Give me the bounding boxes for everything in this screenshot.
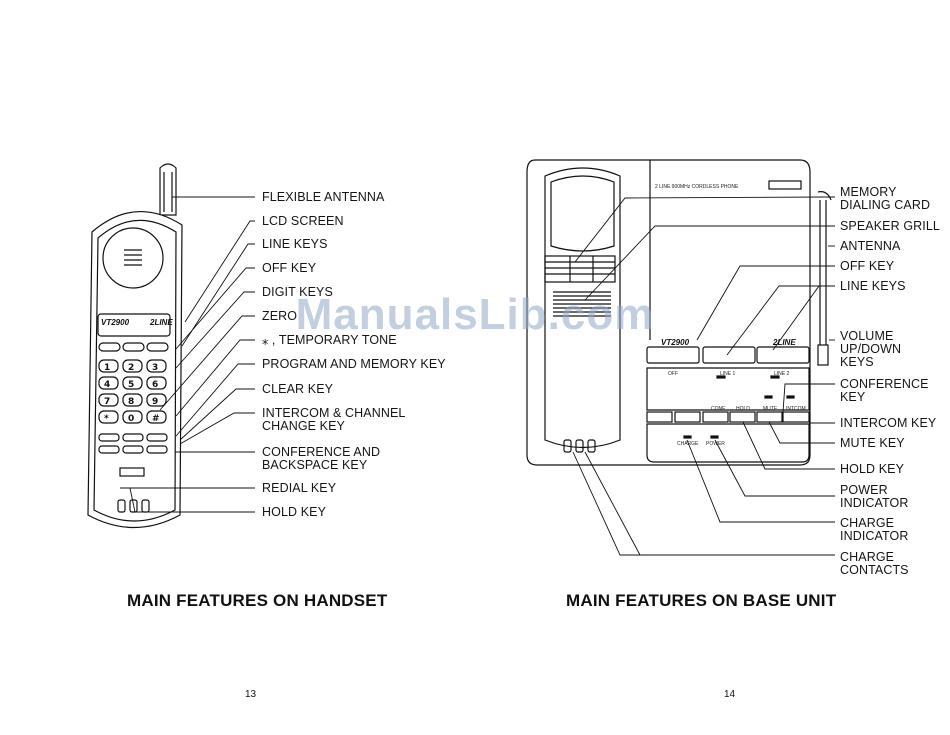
base-line-badge: 2LINE [773, 338, 796, 347]
svg-text:7: 7 [104, 397, 110, 407]
svg-text:3: 3 [152, 363, 158, 373]
key-label-mute: MUTE [763, 406, 778, 412]
label-off-key: OFF KEY [840, 259, 895, 273]
label-program-memory-key: PROGRAM AND MEMORY KEY [262, 357, 446, 371]
base-model-text: VT2900 [661, 338, 690, 347]
svg-text:9: 9 [152, 397, 158, 407]
svg-text:2: 2 [128, 363, 134, 373]
key-label-conf: CONF [711, 406, 726, 412]
svg-text:8: 8 [128, 397, 134, 407]
label-line-keys: LINE KEYS [262, 237, 328, 251]
label-temporary-tone: ⁎ , TEMPORARY TONE [262, 333, 397, 347]
svg-text:6: 6 [152, 380, 158, 390]
svg-text:0: 0 [128, 414, 134, 424]
label-hold-key: HOLD KEY [840, 462, 905, 476]
label-speaker-grill: SPEAKER GRILL [840, 219, 940, 233]
label-off-key: OFF KEY [262, 261, 317, 275]
page-number-14: 14 [724, 689, 736, 700]
label-hold-key: HOLD KEY [262, 505, 327, 519]
label-conference-backspace-key: CONFERENCE AND BACKSPACE KEY [262, 445, 381, 472]
label-conference-key: CONFERENCE KEY [840, 377, 929, 404]
svg-text:5: 5 [128, 380, 134, 390]
key-label-intcom: INTCOM [786, 406, 806, 412]
handset-page: 1 2 3 4 5 6 7 8 9 * 0 # VT2900 2LINE FLEXIBLE AN… [87, 163, 446, 700]
label-charge-contacts: CHARGE CONTACTS [840, 550, 909, 577]
base-unit-illustration [526, 159, 835, 556]
handset-model-text: VT2900 [101, 318, 130, 327]
key-label-line1: LINE 1 [720, 371, 736, 377]
label-volume-keys: VOLUME UP/DOWN KEYS [840, 329, 902, 369]
key-label-line2: LINE 2 [774, 371, 790, 377]
handset-heading: MAIN FEATURES ON HANDSET [127, 591, 388, 610]
label-flexible-antenna: FLEXIBLE ANTENNA [262, 190, 385, 204]
label-intercom-channel-key: INTERCOM & CHANNEL CHANGE KEY [262, 406, 406, 433]
label-clear-key: CLEAR KEY [262, 382, 334, 396]
key-label-hold: HOLD [736, 406, 750, 412]
label-charge-indicator: CHARGE INDICATOR [840, 516, 909, 543]
label-power-indicator: POWER INDICATOR [840, 483, 909, 510]
key-label-power: POWER [706, 441, 725, 447]
key-label-charge: CHARGE [677, 441, 699, 447]
base-unit-page: 2 LINE 900MHz CORDLESS PHONE VT2900 2LIN… [475, 0, 950, 735]
label-digit-keys: DIGIT KEYS [262, 285, 333, 299]
svg-text:1: 1 [104, 363, 110, 373]
svg-text:4: 4 [104, 380, 110, 390]
label-mute-key: MUTE KEY [840, 436, 905, 450]
watermark: ManualsLib.com [295, 290, 655, 339]
page-number-13: 13 [245, 689, 257, 700]
handset-illustration: 1 2 3 4 5 6 7 8 9 * 0 # [87, 163, 255, 528]
label-memory-dialing-card: MEMORY DIALING CARD [840, 185, 931, 212]
label-redial-key: REDIAL KEY [262, 481, 337, 495]
key-label-off: OFF [668, 371, 678, 377]
panel-title: 2 LINE 900MHz CORDLESS PHONE [655, 184, 739, 190]
label-zero: ZERO [262, 309, 298, 323]
handset-line-badge: 2LINE [150, 318, 173, 327]
label-line-keys: LINE KEYS [840, 279, 906, 293]
label-intercom-key: INTERCOM KEY [840, 416, 937, 430]
svg-text:#: # [152, 414, 160, 424]
label-lcd-screen: LCD SCREEN [262, 214, 344, 228]
svg-text:*: * [104, 414, 109, 424]
label-antenna: ANTENNA [840, 239, 901, 253]
base-heading: MAIN FEATURES ON BASE UNIT [566, 591, 837, 610]
